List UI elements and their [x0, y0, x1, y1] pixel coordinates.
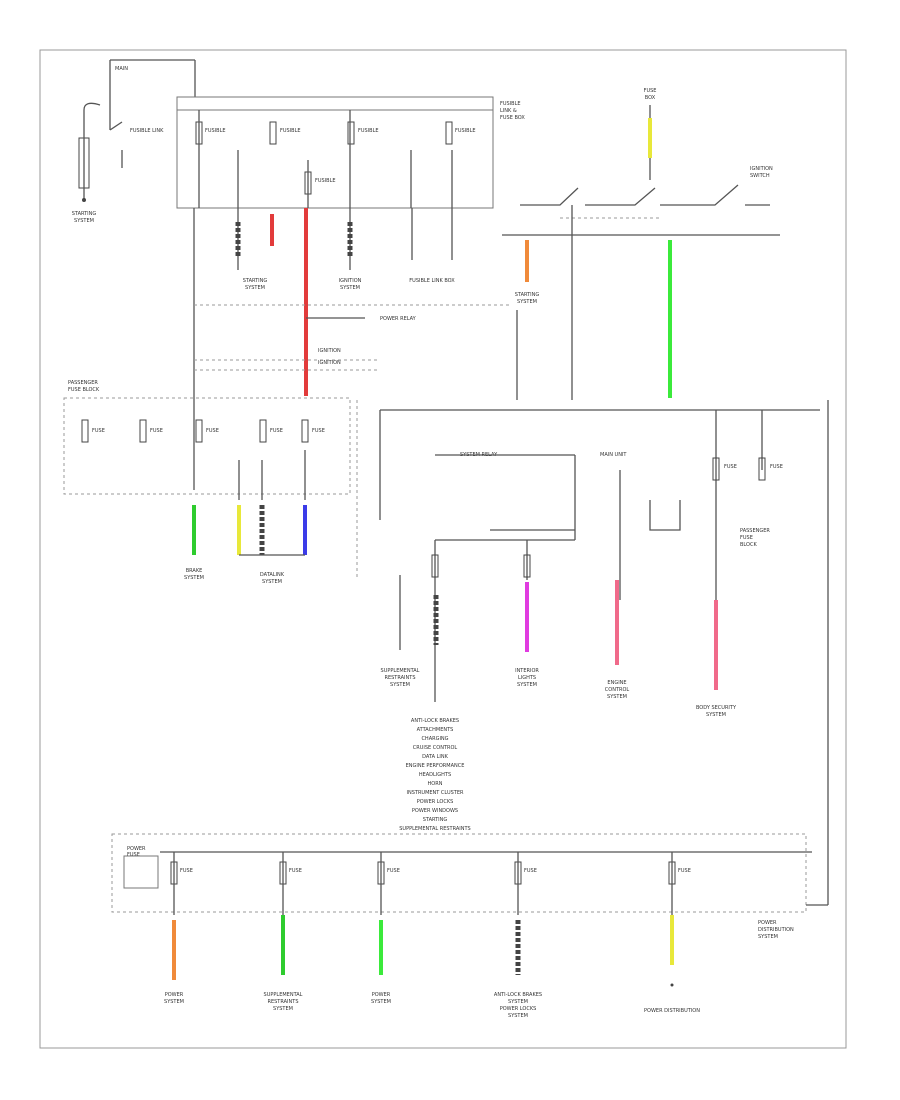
svg-text:HEADLIGHTS: HEADLIGHTS	[419, 772, 451, 778]
svg-text:SYSTEM: SYSTEM	[74, 218, 94, 224]
svg-text:POWER WINDOWS: POWER WINDOWS	[412, 808, 458, 814]
svg-text:STARTING: STARTING	[72, 211, 97, 217]
svg-text:CRUISE CONTROL: CRUISE CONTROL	[413, 745, 458, 751]
svg-text:ATTACHMENTS: ATTACHMENTS	[417, 727, 454, 733]
svg-text:POWER DISTRIBUTION: POWER DISTRIBUTION	[644, 1008, 700, 1014]
connected-systems-list: ANTI-LOCK BRAKES ATTACHMENTS CHARGING CR…	[399, 718, 470, 832]
svg-text:STARTING: STARTING	[423, 817, 448, 823]
svg-text:MAIN: MAIN	[115, 66, 128, 72]
svg-text:SYSTEM: SYSTEM	[371, 999, 391, 1005]
svg-text:SYSTEM: SYSTEM	[273, 1006, 293, 1012]
svg-text:DATA LINK: DATA LINK	[422, 754, 448, 760]
svg-text:SYSTEM: SYSTEM	[164, 999, 184, 1005]
svg-text:SYSTEM: SYSTEM	[758, 934, 778, 940]
svg-text:FUSE: FUSE	[92, 428, 105, 434]
svg-text:IGNITION: IGNITION	[750, 166, 773, 172]
svg-text:FUSE: FUSE	[180, 868, 193, 874]
svg-text:SUPPLEMENTAL RESTRAINTS: SUPPLEMENTAL RESTRAINTS	[399, 826, 470, 832]
svg-text:FUSIBLE: FUSIBLE	[280, 128, 301, 134]
svg-text:POWER: POWER	[127, 846, 146, 852]
svg-text:STARTING: STARTING	[515, 292, 540, 298]
svg-text:ENGINE PERFORMANCE: ENGINE PERFORMANCE	[406, 763, 465, 769]
svg-text:POWER: POWER	[372, 992, 391, 998]
svg-text:FUSE: FUSE	[724, 464, 737, 470]
diagram-frame	[39, 49, 847, 1049]
svg-text:FUSIBLE: FUSIBLE	[205, 128, 226, 134]
ignition-bus: FUSE FUSE PASSENGER FUSE BLOCK SYSTEM RE…	[379, 409, 820, 718]
svg-text:POWER LOCKS: POWER LOCKS	[500, 1006, 537, 1012]
svg-text:LINK &: LINK &	[500, 108, 517, 114]
svg-text:POWER: POWER	[165, 992, 184, 998]
svg-text:FUSE: FUSE	[312, 428, 325, 434]
svg-text:BLOCK: BLOCK	[740, 542, 757, 548]
svg-text:SYSTEM: SYSTEM	[340, 285, 360, 291]
svg-text:DISTRIBUTION: DISTRIBUTION	[758, 927, 794, 933]
svg-text:LIGHTS: LIGHTS	[518, 675, 536, 681]
svg-text:SUPPLEMENTAL: SUPPLEMENTAL	[264, 992, 303, 998]
svg-text:RESTRAINTS: RESTRAINTS	[385, 675, 416, 681]
svg-text:PASSENGER: PASSENGER	[740, 528, 770, 534]
svg-text:FUSIBLE: FUSIBLE	[358, 128, 379, 134]
svg-text:INSTRUMENT CLUSTER: INSTRUMENT CLUSTER	[407, 790, 465, 796]
passenger-fuse-block: PASSENGER FUSE BLOCK FUSE FUSE FUSE FUSE…	[63, 380, 358, 585]
svg-text:FUSE: FUSE	[270, 428, 283, 434]
svg-text:FUSIBLE LINK: FUSIBLE LINK	[130, 128, 164, 134]
svg-text:IGNITION: IGNITION	[318, 348, 341, 354]
lower-fuse-block: POWER FUSE FUSE FUSE FUSE FUSE FUSE POWE…	[111, 400, 829, 1019]
svg-text:FUSIBLE: FUSIBLE	[455, 128, 476, 134]
svg-text:STARTING: STARTING	[243, 278, 268, 284]
svg-text:POWER RELAY: POWER RELAY	[380, 316, 417, 322]
svg-text:SYSTEM: SYSTEM	[517, 299, 537, 305]
svg-text:CONTROL: CONTROL	[605, 687, 630, 693]
ignition-switch: FUSE BOX IGNITION SWITCH STARTING SYSTEM	[502, 88, 780, 400]
svg-text:FUSE: FUSE	[127, 852, 140, 858]
svg-text:BOX: BOX	[645, 95, 656, 101]
svg-text:FUSE: FUSE	[678, 868, 691, 874]
svg-text:FUSE: FUSE	[150, 428, 163, 434]
svg-text:MAIN UNIT: MAIN UNIT	[600, 452, 627, 458]
svg-text:FUSE: FUSE	[289, 868, 302, 874]
svg-text:IGNITION: IGNITION	[318, 360, 341, 366]
svg-text:RESTRAINTS: RESTRAINTS	[268, 999, 299, 1005]
svg-text:HORN: HORN	[428, 781, 443, 787]
svg-text:BRAKE: BRAKE	[186, 568, 203, 574]
svg-text:SYSTEM: SYSTEM	[245, 285, 265, 291]
svg-text:SYSTEM: SYSTEM	[262, 579, 282, 585]
upper-wiring: STARTING SYSTEM IGNITION SYSTEM FUSIBLE …	[193, 208, 510, 490]
svg-text:ENGINE: ENGINE	[607, 680, 626, 686]
svg-text:FUSE: FUSE	[740, 535, 753, 541]
svg-text:SYSTEM: SYSTEM	[508, 1013, 528, 1019]
svg-text:FUSIBLE: FUSIBLE	[500, 101, 521, 107]
svg-text:FUSIBLE LINK BOX: FUSIBLE LINK BOX	[409, 278, 455, 284]
svg-text:DATALINK: DATALINK	[260, 572, 285, 578]
svg-text:FUSE: FUSE	[206, 428, 219, 434]
svg-text:FUSE: FUSE	[387, 868, 400, 874]
svg-text:BODY SECURITY: BODY SECURITY	[696, 705, 737, 711]
svg-text:SYSTEM: SYSTEM	[508, 999, 528, 1005]
svg-text:ANTI-LOCK BRAKES: ANTI-LOCK BRAKES	[494, 992, 542, 998]
svg-text:FUSE: FUSE	[770, 464, 783, 470]
svg-text:INTERIOR: INTERIOR	[515, 668, 539, 674]
svg-text:CHARGING: CHARGING	[421, 736, 448, 742]
svg-text:FUSE: FUSE	[524, 868, 537, 874]
svg-text:SYSTEM: SYSTEM	[184, 575, 204, 581]
svg-text:FUSE BOX: FUSE BOX	[500, 115, 525, 121]
svg-text:POWER: POWER	[758, 920, 777, 926]
svg-text:FUSE: FUSE	[644, 88, 657, 94]
svg-text:FUSE BLOCK: FUSE BLOCK	[68, 387, 100, 393]
svg-text:SUPPLEMENTAL: SUPPLEMENTAL	[381, 668, 420, 674]
svg-text:IGNITION: IGNITION	[339, 278, 362, 284]
battery-section: MAIN FUSIBLE LINK STARTING SYSTEM	[72, 59, 196, 224]
svg-text:SYSTEM: SYSTEM	[706, 712, 726, 718]
engine-fuse-box: FUSIBLE LINK & FUSE BOX FUSIBLE FUSIBLE …	[176, 96, 525, 209]
svg-text:SWITCH: SWITCH	[750, 173, 770, 179]
svg-text:PASSENGER: PASSENGER	[68, 380, 98, 386]
svg-text:FUSIBLE: FUSIBLE	[315, 178, 336, 184]
svg-text:SYSTEM: SYSTEM	[607, 694, 627, 700]
svg-text:POWER LOCKS: POWER LOCKS	[417, 799, 454, 805]
svg-text:SYSTEM: SYSTEM	[390, 682, 410, 688]
svg-text:ANTI-LOCK BRAKES: ANTI-LOCK BRAKES	[411, 718, 459, 724]
svg-text:SYSTEM: SYSTEM	[517, 682, 537, 688]
